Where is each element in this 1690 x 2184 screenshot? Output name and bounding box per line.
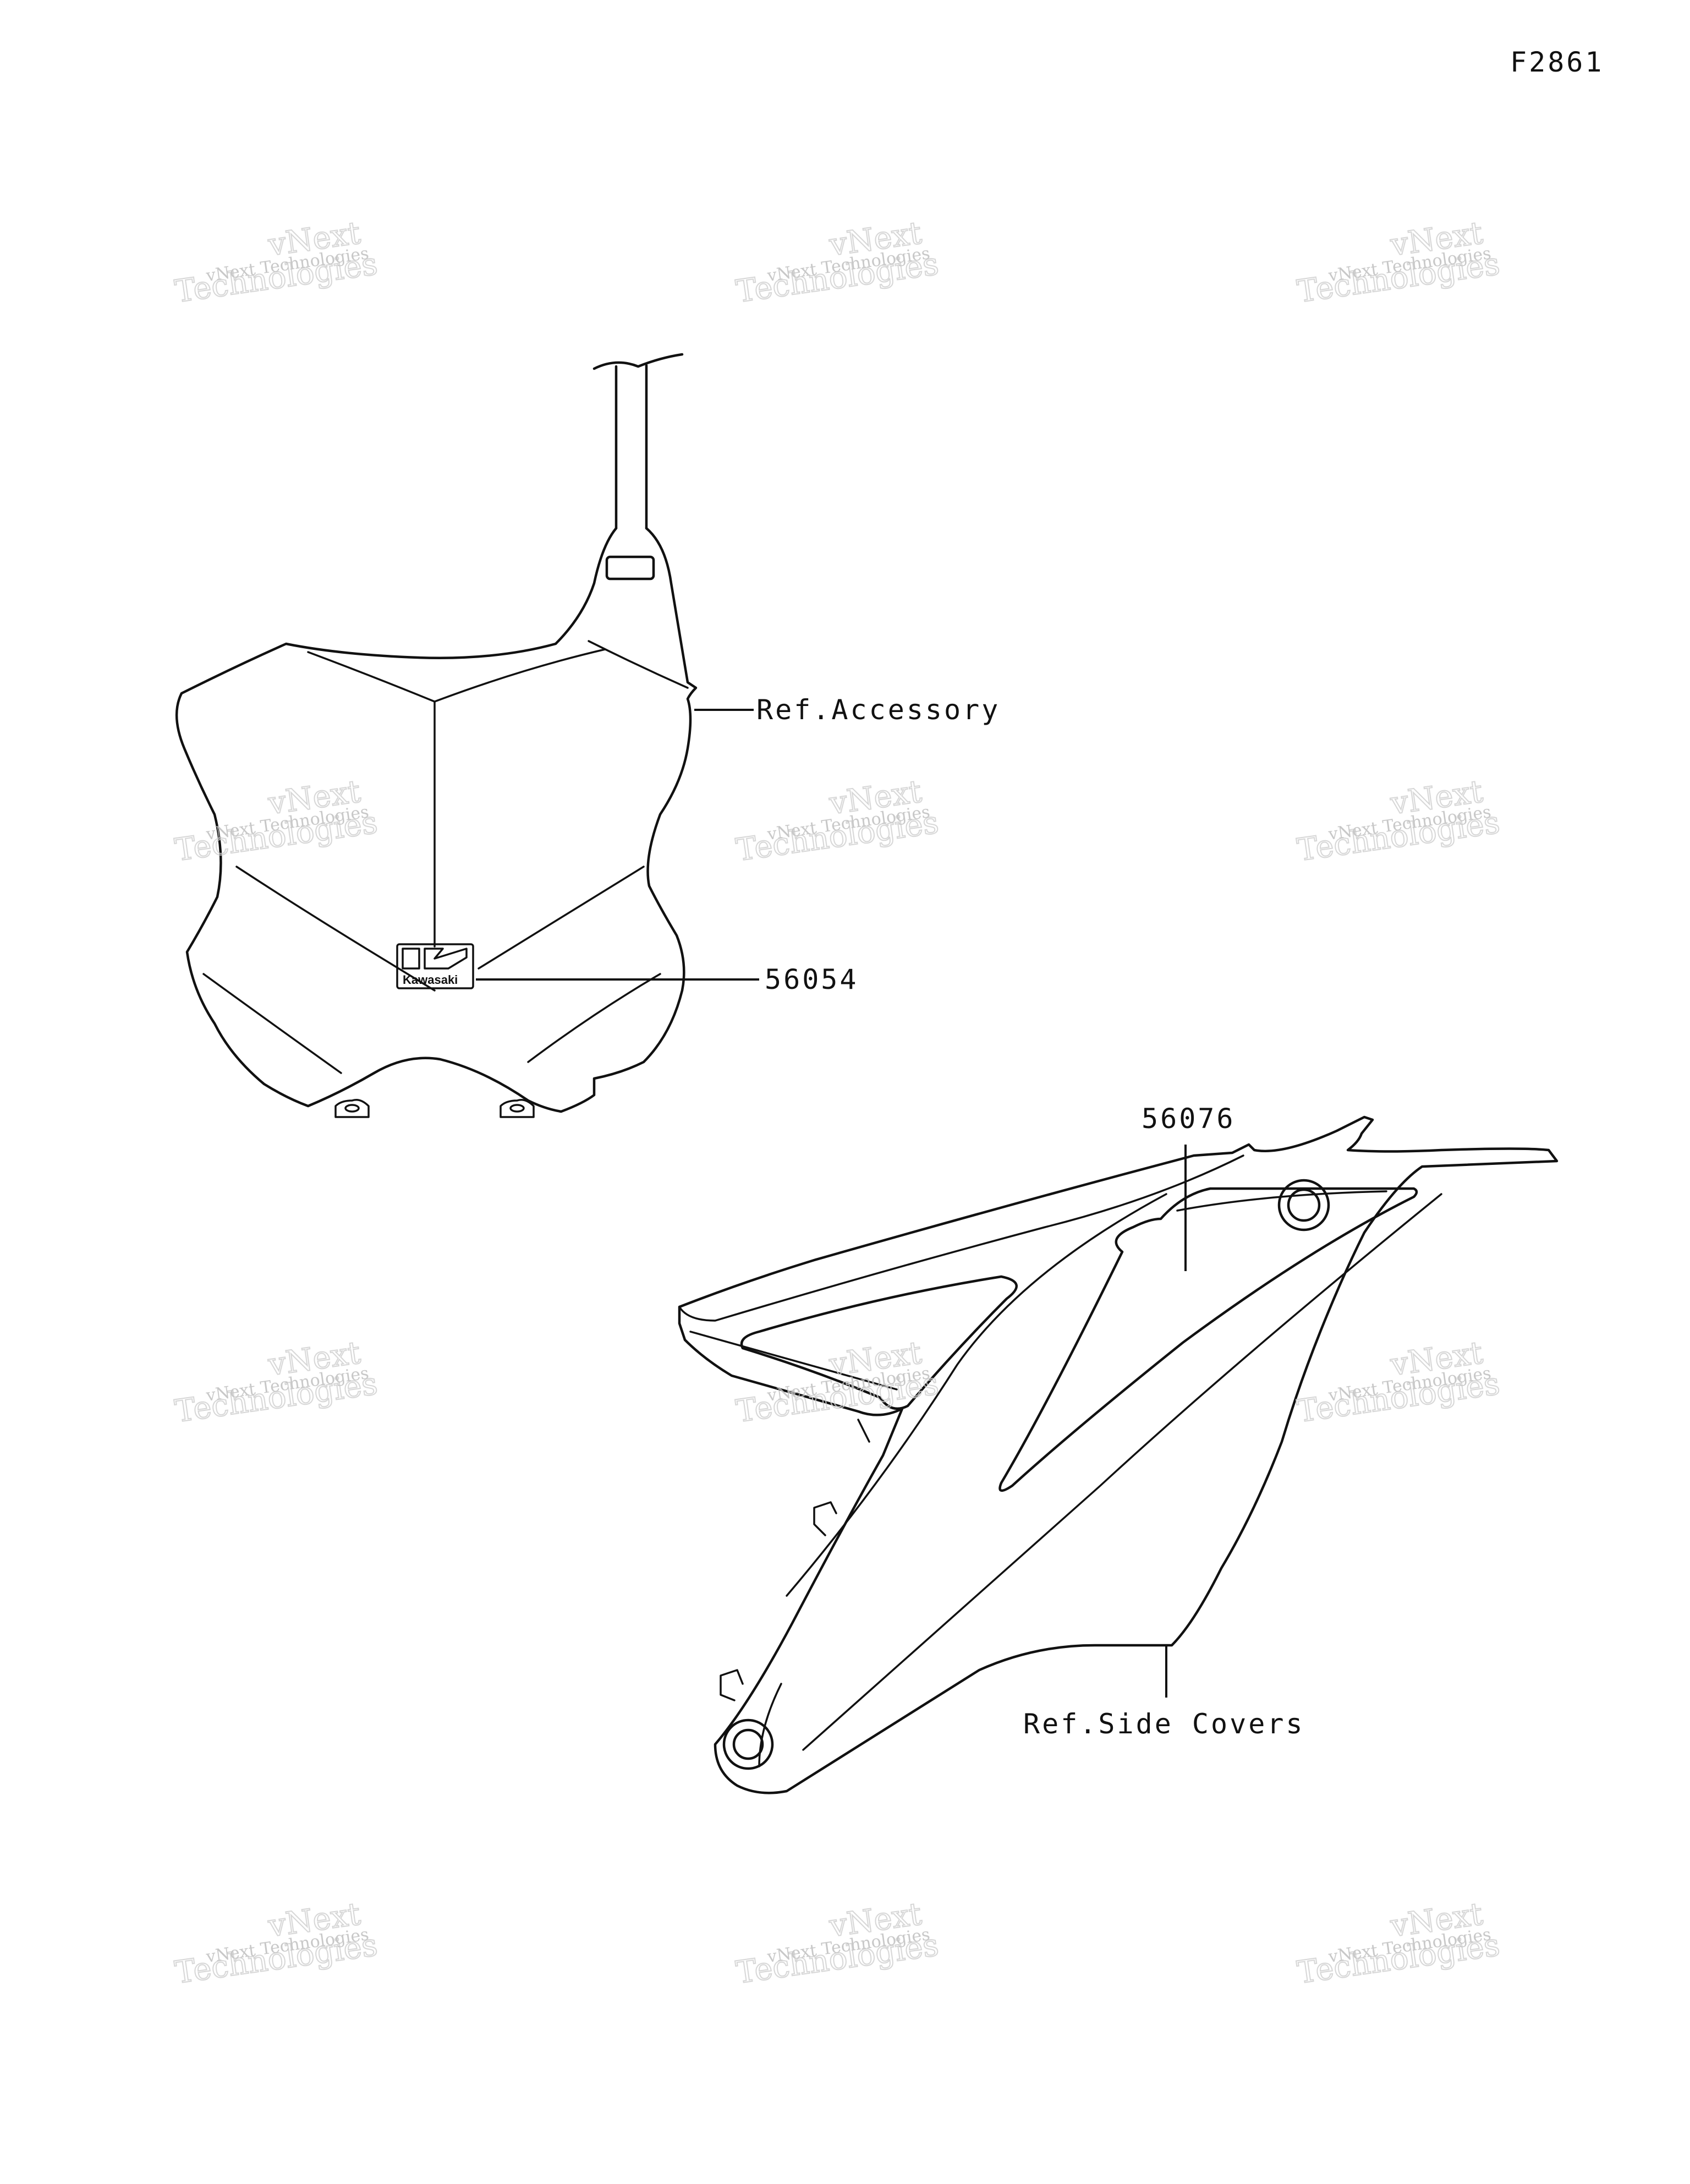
kawasaki-logo-text: Kawasaki (403, 973, 458, 987)
callout-ref-side-covers: Ref.Side Covers (1023, 1708, 1305, 1740)
number-plate: Kawasaki (175, 353, 698, 1118)
kawasaki-logo-decal: Kawasaki (396, 943, 474, 989)
callout-ref-accessory: Ref.Accessory (756, 694, 1000, 726)
callout-56076: 56076 (1142, 1103, 1236, 1135)
callout-56054: 56054 (765, 964, 859, 995)
side-cover (678, 1115, 1559, 1794)
figure-code: F2861 (1510, 46, 1604, 78)
